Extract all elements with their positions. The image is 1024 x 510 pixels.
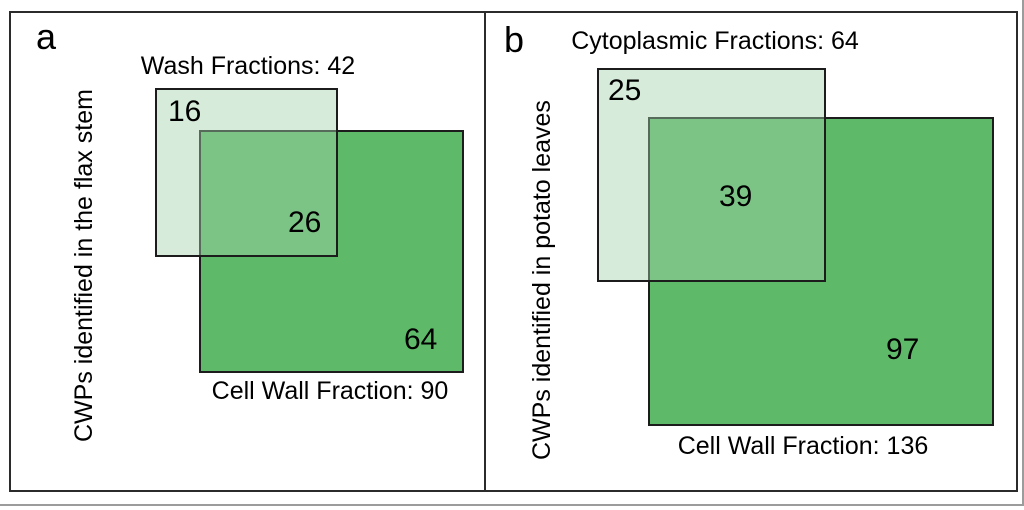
image-right-edge-line — [1022, 0, 1024, 506]
cell-wall-square-b — [648, 117, 994, 426]
wash-fractions-title: Wash Fractions: 42 — [140, 52, 356, 80]
unique-count-cytoplasmic: 25 — [608, 74, 642, 107]
panel-letter-b: b — [504, 19, 525, 60]
panel-divider — [484, 11, 486, 492]
cell-wall-title-a: Cell Wall Fraction: 90 — [211, 377, 449, 405]
image-bottom-edge-line — [0, 504, 1024, 506]
overlap-count-a: 26 — [288, 206, 322, 239]
wash-fractions-square-a — [155, 88, 338, 257]
cytoplasmic-fractions-square-b — [597, 68, 826, 282]
panel-letter-a: a — [36, 16, 57, 57]
cytoplasmic-fractions-title: Cytoplasmic Fractions: 64 — [571, 27, 859, 55]
y-axis-label-b: CWPs identified in potato leaves — [528, 100, 556, 460]
unique-count-cell-wall-a: 64 — [404, 323, 438, 356]
overlap-count-b: 39 — [719, 180, 753, 213]
unique-count-cell-wall-b: 97 — [886, 333, 920, 366]
cell-wall-square-a — [199, 130, 464, 373]
y-axis-label-a: CWPs identified in the flax stem — [70, 89, 98, 442]
unique-count-wash-fractions: 16 — [168, 95, 202, 128]
figure-border — [9, 11, 1018, 492]
cell-wall-title-b: Cell Wall Fraction: 136 — [677, 432, 929, 460]
